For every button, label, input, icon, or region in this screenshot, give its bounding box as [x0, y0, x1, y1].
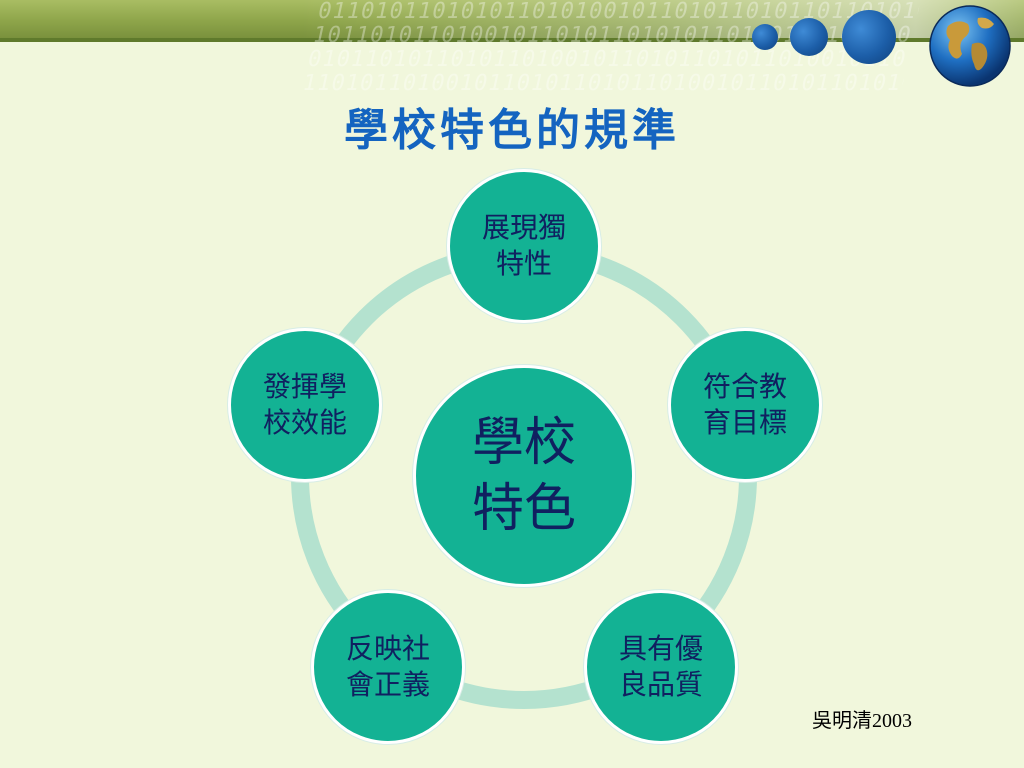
- center-node: 學校 特色: [413, 365, 635, 587]
- author-credit: 吳明清2003: [812, 710, 912, 732]
- center-node-label: 學校 特色: [471, 413, 576, 539]
- node-distinctiveness: 展現獨 特性: [447, 169, 601, 323]
- node-quality-label: 具有優 良品質: [618, 632, 703, 701]
- decor-dot-large: [842, 10, 896, 64]
- node-social-justice: 反映社 會正義: [311, 590, 465, 744]
- header-band-highlight: [300, 0, 1024, 38]
- node-social-justice-label: 反映社 會正義: [345, 632, 430, 701]
- decor-dot-small: [752, 24, 778, 50]
- node-educational-goals-label: 符合教 育目標: [702, 370, 787, 439]
- node-school-effectiveness: 發揮學 校效能: [228, 328, 382, 482]
- node-school-effectiveness-label: 發揮學 校效能: [262, 370, 347, 439]
- globe-icon: [929, 5, 1011, 87]
- node-distinctiveness-label: 展現獨 特性: [481, 211, 566, 280]
- slide-title: 學校特色的規準: [344, 105, 680, 156]
- node-quality: 具有優 良品質: [584, 590, 738, 744]
- decor-dot-medium: [790, 18, 828, 56]
- header-divider: [0, 38, 1024, 42]
- node-educational-goals: 符合教 育目標: [668, 328, 822, 482]
